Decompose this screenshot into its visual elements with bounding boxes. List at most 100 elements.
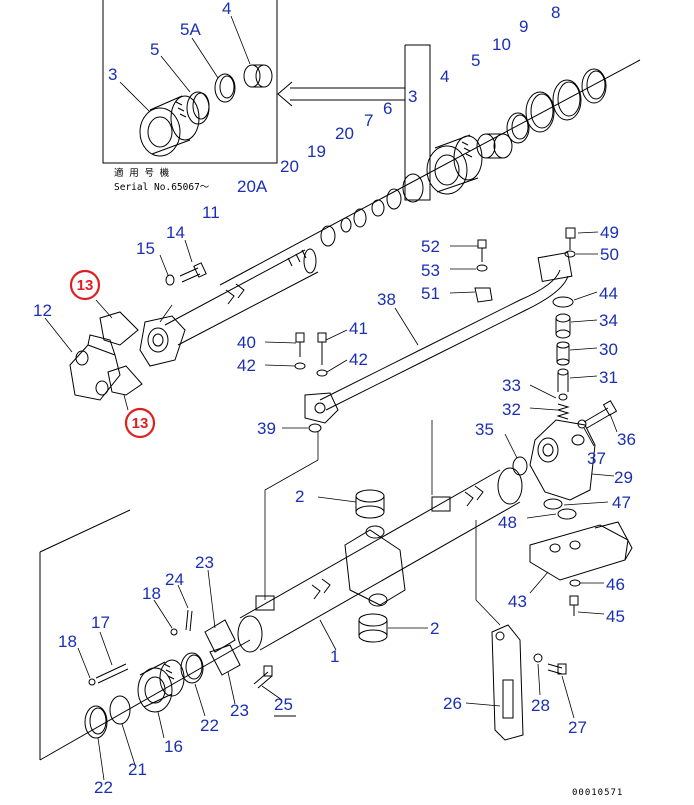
bolt-52 bbox=[476, 239, 488, 272]
washer-15 bbox=[165, 274, 175, 286]
flange-23a bbox=[204, 619, 236, 653]
bolt-40 bbox=[294, 332, 306, 370]
label-13-top: 13 bbox=[77, 277, 94, 294]
label-37: 37 bbox=[587, 449, 606, 468]
label-20A: 20A bbox=[237, 177, 268, 196]
ring-6 bbox=[402, 173, 424, 203]
spring-32 bbox=[556, 403, 570, 420]
ring-7 bbox=[386, 188, 402, 210]
label-5A: 5A bbox=[180, 20, 201, 39]
label-15: 15 bbox=[136, 239, 155, 258]
label-1: 1 bbox=[330, 647, 339, 666]
label-25: 25 bbox=[274, 695, 293, 714]
pin-31 bbox=[557, 368, 569, 392]
label-29: 29 bbox=[614, 468, 633, 487]
valve-body-29 bbox=[529, 419, 596, 501]
oring-35 bbox=[512, 456, 528, 476]
label-5: 5 bbox=[471, 51, 480, 70]
ring-10 bbox=[525, 91, 555, 133]
label-12: 12 bbox=[33, 301, 52, 320]
label-18-upper: 18 bbox=[142, 584, 161, 603]
label-43: 43 bbox=[508, 592, 527, 611]
label-35: 35 bbox=[475, 420, 494, 439]
label-4-inset: 4 bbox=[222, 0, 231, 18]
label-6: 6 bbox=[383, 99, 392, 118]
plunger-30 bbox=[556, 341, 570, 366]
bracket-26 bbox=[491, 624, 524, 741]
label-51: 51 bbox=[421, 284, 440, 303]
bushing-2-bottom bbox=[358, 613, 388, 643]
ring-5 bbox=[506, 112, 530, 144]
label-32: 32 bbox=[502, 400, 521, 419]
bolt-41 bbox=[316, 332, 328, 377]
label-11: 11 bbox=[202, 203, 220, 222]
shim-13b bbox=[107, 365, 143, 396]
label-46: 46 bbox=[606, 575, 625, 594]
label-22-upper: 22 bbox=[200, 716, 219, 735]
bolt-25 bbox=[253, 671, 273, 689]
label-39: 39 bbox=[257, 419, 276, 438]
ring-20 bbox=[353, 208, 367, 228]
bushing-2-top bbox=[355, 489, 385, 519]
highlight-13-bottom: 13 bbox=[124, 407, 156, 439]
label-23-upper: 23 bbox=[195, 553, 214, 572]
label-8: 8 bbox=[551, 3, 560, 22]
label-28: 28 bbox=[531, 696, 550, 715]
label-13-bottom: 13 bbox=[132, 415, 149, 432]
label-16: 16 bbox=[164, 737, 183, 756]
oring-47 bbox=[543, 498, 563, 510]
label-5-inset: 5 bbox=[150, 40, 159, 59]
label-47: 47 bbox=[612, 493, 631, 512]
label-2-bottom: 2 bbox=[430, 619, 439, 638]
label-31: 31 bbox=[599, 368, 618, 387]
shim-13a bbox=[99, 311, 139, 346]
ring-22-lower bbox=[84, 705, 108, 739]
label-26: 26 bbox=[443, 694, 462, 713]
label-19: 19 bbox=[307, 142, 326, 161]
bolt-49 bbox=[565, 227, 576, 239]
part-labels: 4 5A 5 3 8 9 10 5 4 3 6 7 20 19 20 20A 1… bbox=[33, 0, 636, 797]
label-27: 27 bbox=[568, 718, 587, 737]
flange-23b bbox=[209, 644, 241, 676]
ring-9 bbox=[552, 79, 582, 121]
bolt-27 bbox=[547, 663, 563, 675]
label-23-lower: 23 bbox=[230, 701, 249, 720]
inset-note-line1: 適 用 号 機 bbox=[114, 167, 170, 179]
label-18-lower: 18 bbox=[58, 632, 77, 651]
inset-ring-5A bbox=[214, 73, 236, 103]
piston-assembly bbox=[426, 134, 483, 195]
label-22-lower: 22 bbox=[94, 778, 113, 797]
bolt-24 bbox=[185, 609, 193, 632]
label-24: 24 bbox=[165, 570, 184, 589]
label-17: 17 bbox=[91, 613, 110, 632]
label-42-left: 42 bbox=[237, 356, 256, 375]
oring-48 bbox=[557, 508, 577, 520]
label-34: 34 bbox=[599, 311, 618, 330]
ball-33 bbox=[558, 393, 568, 401]
label-53: 53 bbox=[421, 261, 440, 280]
rod-centerline bbox=[219, 59, 641, 286]
label-52: 52 bbox=[421, 237, 440, 256]
label-30: 30 bbox=[599, 340, 618, 359]
callout-arrow bbox=[277, 81, 405, 107]
label-42-right: 42 bbox=[349, 350, 368, 369]
inset-bushing-4 bbox=[243, 64, 273, 88]
label-2-top: 2 bbox=[295, 487, 304, 506]
inset-piston bbox=[139, 95, 200, 157]
rod-eye bbox=[139, 315, 186, 367]
label-44: 44 bbox=[599, 284, 618, 303]
drawing-number: 00010571 bbox=[572, 788, 623, 798]
pin-18b bbox=[170, 628, 178, 636]
bolt-45 bbox=[569, 595, 579, 606]
label-36: 36 bbox=[617, 430, 636, 449]
piston-rod-11 bbox=[164, 248, 319, 346]
highlight-13-top: 13 bbox=[69, 269, 101, 301]
cylinder-tube-1 bbox=[237, 467, 523, 653]
label-4: 4 bbox=[440, 67, 449, 86]
label-7: 7 bbox=[364, 111, 373, 130]
head-assembly bbox=[137, 659, 185, 713]
bushing-4 bbox=[476, 133, 513, 159]
ring-19 bbox=[340, 217, 352, 233]
washer-46 bbox=[569, 579, 581, 587]
